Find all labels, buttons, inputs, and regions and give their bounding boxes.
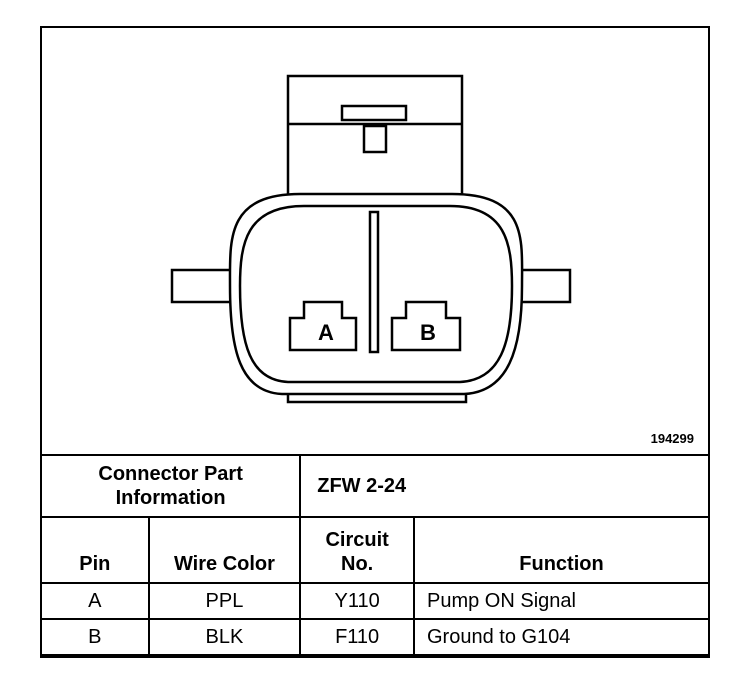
pin-label-a: A: [318, 320, 334, 345]
connector-part-label: Connector Part Information: [39, 454, 302, 518]
figure-id: 194299: [650, 431, 694, 446]
row-a-function: Pump ON Signal: [413, 582, 710, 620]
pin-label-b: B: [420, 320, 436, 345]
circuit-header: Circuit No.: [299, 516, 415, 584]
circuit-header-line2: No.: [341, 553, 374, 575]
connector-part-label-line2: Information: [115, 487, 226, 509]
connector-figure-frame: A B 194299 Connector Part Information ZF…: [39, 26, 710, 660]
connector-drawing: A B: [170, 74, 572, 404]
pin-table: Connector Part Information ZFW 2-24 Pin …: [39, 454, 710, 656]
center-divider: [368, 210, 380, 354]
wire-color-header: Wire Color: [147, 516, 302, 584]
connector-part-label-line1: Connector Part: [98, 463, 243, 485]
pin-header: Pin: [40, 516, 150, 584]
latch-tab: [362, 124, 388, 154]
row-b-wire-color: BLK: [147, 618, 302, 656]
connector-part-value: ZFW 2-24: [299, 454, 710, 518]
row-a-pin: A: [40, 582, 150, 620]
pin-cavity-a: [288, 300, 358, 352]
row-b-function: Ground to G104: [413, 618, 710, 656]
row-a-wire-color: PPL: [147, 582, 302, 620]
connector-part-row: Connector Part Information ZFW 2-24: [39, 454, 710, 518]
connector-diagram: A B 194299: [42, 28, 708, 454]
row-b-pin: B: [40, 618, 150, 656]
connector-inner-outline: [238, 204, 514, 384]
row-b-circuit: F110: [299, 618, 415, 656]
function-header: Function: [413, 516, 710, 584]
table-row: A PPL Y110 Pump ON Signal: [40, 582, 710, 620]
circuit-header-line1: Circuit: [325, 529, 389, 551]
header-row: Pin Wire Color Circuit No. Function: [40, 516, 710, 584]
pin-cavity-b: [390, 300, 462, 352]
table-row: B BLK F110 Ground to G104: [40, 618, 710, 656]
row-a-circuit: Y110: [299, 582, 415, 620]
connector-info-table: Connector Part Information ZFW 2-24 Pin …: [39, 454, 710, 660]
latch-slot: [340, 104, 408, 122]
